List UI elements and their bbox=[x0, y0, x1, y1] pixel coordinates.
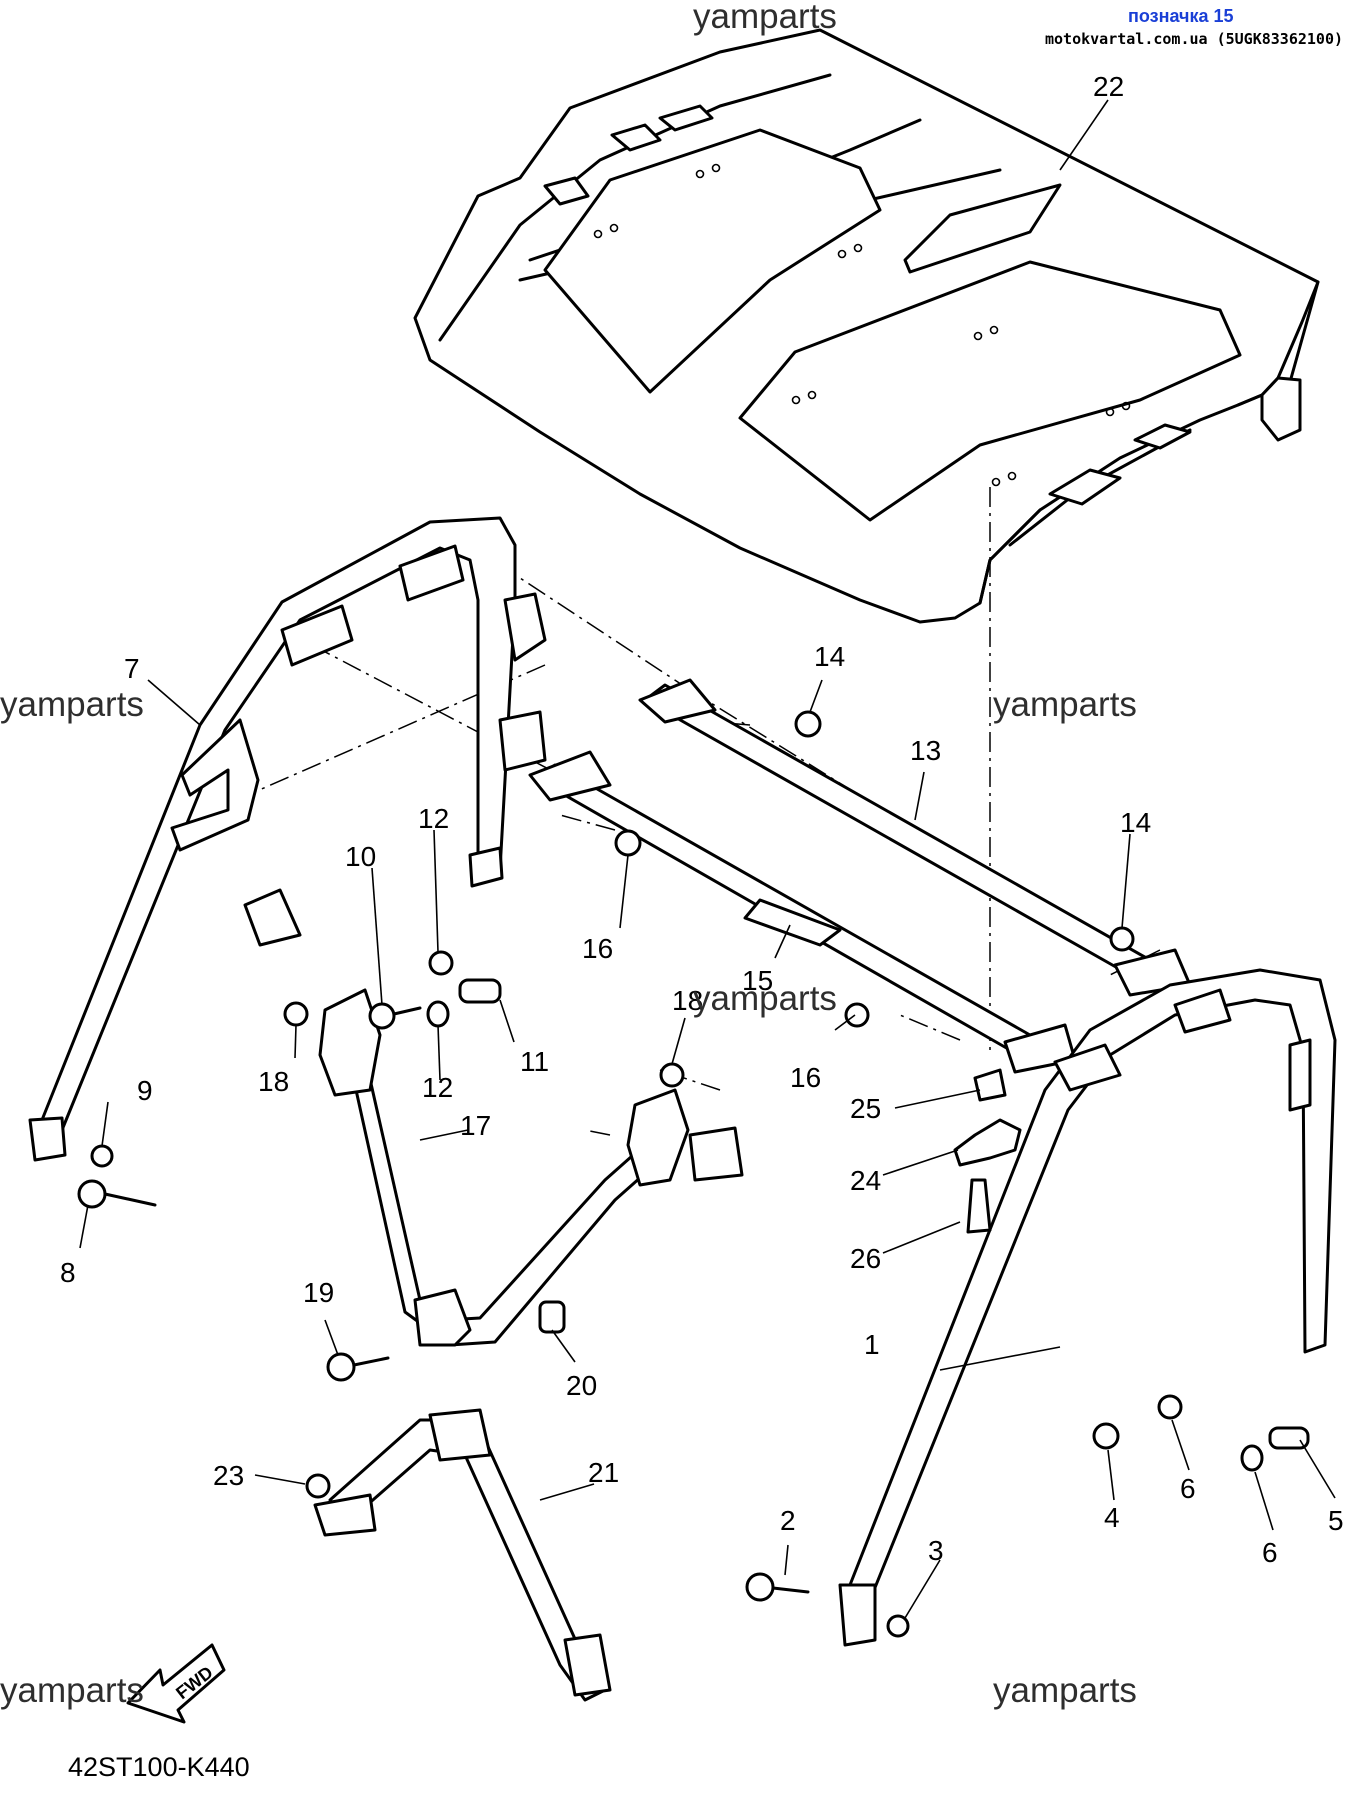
callout-18-right: 18 bbox=[672, 985, 703, 1016]
callout-17: 17 bbox=[460, 1110, 491, 1141]
callout-1: 1 bbox=[864, 1329, 880, 1360]
callout-4: 4 bbox=[1104, 1502, 1120, 1533]
watermark-bottom-right: yamparts bbox=[993, 1671, 1137, 1710]
callout-14-top: 14 bbox=[814, 641, 845, 672]
fasteners bbox=[77, 710, 1310, 1638]
front-roll-bar bbox=[28, 516, 547, 1162]
callout-15: 15 bbox=[742, 965, 773, 996]
watermark-top: yamparts bbox=[693, 0, 837, 36]
callout-14-right: 14 bbox=[1120, 807, 1151, 838]
callout-2: 2 bbox=[780, 1505, 796, 1536]
callout-12-top: 12 bbox=[418, 803, 449, 834]
callout-26: 26 bbox=[850, 1243, 881, 1274]
callout-10: 10 bbox=[345, 841, 376, 872]
callout-22: 23 bbox=[213, 1460, 244, 1491]
callout-25: 25 bbox=[850, 1093, 881, 1124]
watermark-bottom-left: yamparts bbox=[0, 1671, 144, 1710]
source-label: motokvartal.com.ua (5UGK83362100) bbox=[1045, 30, 1343, 48]
watermark-left: yamparts bbox=[0, 685, 144, 724]
roof-panel bbox=[413, 28, 1320, 624]
leader-lines bbox=[79, 99, 1336, 1619]
watermarks: yamparts yamparts yamparts yamparts yamp… bbox=[0, 0, 1137, 1710]
callout-8: 8 bbox=[60, 1257, 76, 1288]
callout-numbers: 22 7 9 8 10 12 11 12 13 14 14 15 16 16 1… bbox=[60, 71, 1344, 1568]
callout-6-top: 6 bbox=[1180, 1473, 1196, 1504]
callout-16-right: 16 bbox=[790, 1062, 821, 1093]
diagram-code: 42ST100-K440 bbox=[68, 1752, 250, 1782]
lower-support bbox=[313, 1408, 612, 1702]
rear-roll-bar bbox=[838, 968, 1337, 1647]
marker-label: позначка 15 bbox=[1128, 6, 1234, 26]
callout-13: 13 bbox=[910, 735, 941, 766]
callout-21: 21 bbox=[588, 1457, 619, 1488]
callout-24: 24 bbox=[850, 1165, 881, 1196]
callout-20: 20 bbox=[566, 1370, 597, 1401]
callout-6-bottom: 6 bbox=[1262, 1537, 1278, 1568]
callout-3: 3 bbox=[928, 1535, 944, 1566]
callout-23: 22 bbox=[1093, 71, 1124, 102]
watermark-right: yamparts bbox=[993, 685, 1137, 724]
callout-19: 19 bbox=[303, 1277, 334, 1308]
callout-7: 7 bbox=[124, 653, 140, 684]
callout-16-left: 16 bbox=[582, 933, 613, 964]
callout-11: 11 bbox=[520, 1046, 549, 1077]
lower-brace bbox=[243, 888, 744, 1347]
callout-5: 5 bbox=[1328, 1505, 1344, 1536]
callout-18-left: 18 bbox=[258, 1066, 289, 1097]
callout-12-bottom: 12 bbox=[422, 1072, 453, 1103]
watermark-center: yamparts bbox=[693, 979, 837, 1018]
callout-9: 9 bbox=[137, 1075, 153, 1106]
cross-bars bbox=[528, 678, 1192, 1074]
